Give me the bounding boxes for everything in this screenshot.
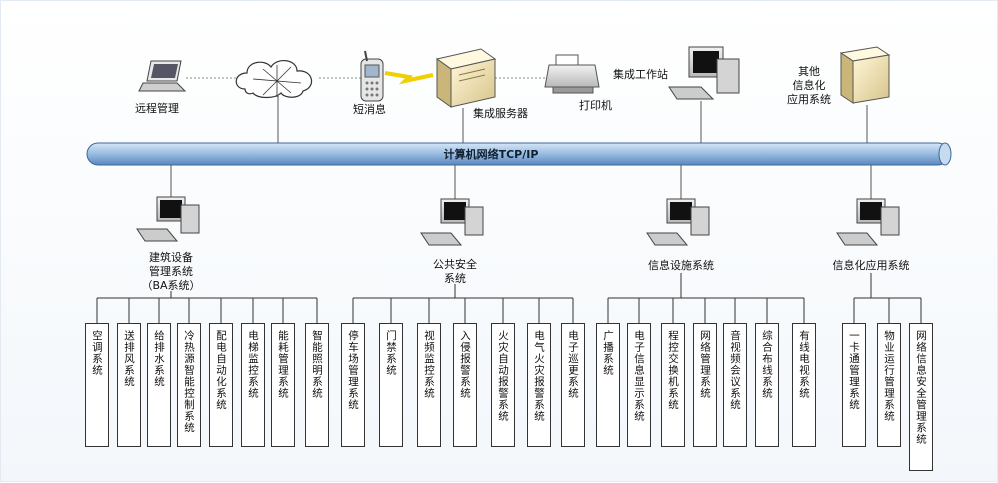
printer-icon <box>544 54 600 94</box>
group-title-ba: 建筑设备 管理系统 （BA系统） <box>141 251 201 292</box>
system-box: 给排水系统 <box>147 323 171 447</box>
group-title-security: 公共安全 系统 <box>433 258 477 285</box>
system-box: 入侵报警系统 <box>453 323 477 447</box>
system-box: 有线电视系统 <box>792 323 816 447</box>
system-box: 电子巡更系统 <box>561 323 585 447</box>
server-icon <box>839 46 891 104</box>
system-box: 视频监控系统 <box>417 323 441 447</box>
sms-label: 短消息 <box>353 103 386 116</box>
system-box: 电梯监控系统 <box>241 323 265 447</box>
system-box: 广播系统 <box>596 323 620 447</box>
workstation-label: 集成工作站 <box>613 68 668 81</box>
group-title-infra: 信息设施系统 <box>648 259 714 272</box>
system-box: 门禁系统 <box>379 323 403 447</box>
system-box: 送排风系统 <box>117 323 141 447</box>
group-title-it-apps: 信息化应用系统 <box>832 259 910 272</box>
system-box: 空调系统 <box>85 323 109 447</box>
server-icon <box>435 48 497 108</box>
other-apps-label: 其他 信息化 应用系统 <box>787 65 831 106</box>
system-box: 停车场管理系统 <box>341 323 365 447</box>
remote-label: 远程管理 <box>135 102 179 115</box>
bus-end-cap <box>938 142 952 166</box>
computer-icon <box>668 46 740 100</box>
system-box: 音视频会议系统 <box>723 323 747 447</box>
network-bus-label: 计算机网络TCP/IP <box>443 148 539 161</box>
laptop-icon <box>138 60 187 92</box>
computer-icon <box>136 196 200 242</box>
system-box: 网络信息安全管理系统 <box>909 323 933 471</box>
server-label: 集成服务器 <box>473 107 528 120</box>
system-box: 电气火灾报警系统 <box>527 323 551 447</box>
computer-icon <box>420 198 484 246</box>
system-box: 配电自动化系统 <box>209 323 233 447</box>
printer-label: 打印机 <box>579 99 612 112</box>
system-box: 物业运行管理系统 <box>877 323 901 447</box>
system-box: 程控交换机系统 <box>661 323 685 447</box>
system-box: 智能照明系统 <box>305 323 329 447</box>
system-box: 冷热源智能控制系统 <box>177 323 201 447</box>
system-box: 网络管理系统 <box>693 323 717 447</box>
system-box: 火灾自动报警系统 <box>491 323 515 447</box>
system-box: 一卡通管理系统 <box>842 323 866 447</box>
computer-icon <box>646 198 710 246</box>
cloud-icon <box>235 60 313 99</box>
system-box: 电子信息显示系统 <box>627 323 651 447</box>
mobile-phone-icon <box>360 50 384 102</box>
computer-icon <box>836 198 900 246</box>
lightning-icon <box>384 71 434 85</box>
system-box: 综合布线系统 <box>755 323 779 447</box>
system-box: 能耗管理系统 <box>271 323 295 447</box>
